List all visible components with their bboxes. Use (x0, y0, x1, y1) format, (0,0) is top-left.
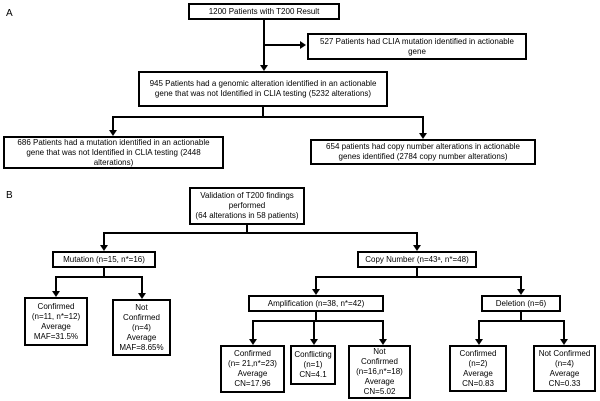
panel-a-label: A (6, 8, 13, 19)
connector (422, 116, 424, 134)
box-mutation-not-confirmed: Not Confirmed (n=4) Average MAF=8.65% (112, 299, 171, 356)
connector (478, 320, 565, 322)
connector (315, 312, 317, 322)
connector (520, 276, 522, 290)
box-mutation-branch: Mutation (n=15, n*=16) (52, 251, 156, 268)
connector (103, 232, 418, 234)
connector (112, 116, 424, 118)
arrow-down-icon (379, 339, 387, 345)
panel-b-label: B (6, 190, 13, 201)
arrow-down-icon (419, 133, 427, 139)
box-validation: Validation of T200 findings performed (6… (189, 187, 305, 225)
box-amp-confirmed: Confirmed (n= 21,n*=23) Average CN=17.96 (220, 345, 285, 393)
connector (315, 276, 317, 290)
box-del-not-confirmed: Not Confirmed (n=4) Average CN=0.33 (533, 345, 596, 392)
connector (252, 320, 384, 322)
arrow-down-icon (413, 245, 421, 251)
box-total-patients: 1200 Patients with T200 Result (188, 3, 340, 20)
connector (313, 320, 315, 340)
connector (520, 312, 522, 322)
arrow-down-icon (310, 339, 318, 345)
connector (416, 232, 418, 246)
connector (263, 44, 301, 46)
arrow-down-icon (100, 245, 108, 251)
arrow-down-icon (249, 339, 257, 345)
arrow-down-icon (517, 289, 525, 295)
connector (112, 116, 114, 131)
arrow-down-icon (312, 289, 320, 295)
box-del-confirmed: Confirmed (n=2) Average CN=0.83 (449, 345, 507, 392)
box-deletion: Deletion (n=6) (481, 295, 561, 312)
connector (382, 320, 384, 340)
connector (416, 268, 418, 278)
connector (103, 232, 105, 246)
connector (263, 20, 265, 66)
arrow-down-icon (560, 339, 568, 345)
connector (103, 268, 105, 278)
box-amplification: Amplification (n=38, n*=42) (248, 295, 384, 312)
connector (55, 276, 57, 292)
arrow-down-icon (138, 293, 146, 299)
box-amp-conflicting: Conflicting (n=1) CN=4.1 (290, 345, 336, 385)
connector (252, 320, 254, 340)
arrow-down-icon (260, 65, 268, 71)
arrow-down-icon (109, 130, 117, 136)
box-mutation-confirmed: Confirmed (n=11, n*=12) Average MAF=31.5… (24, 297, 88, 346)
connector (315, 276, 522, 278)
connector (563, 320, 565, 340)
box-clia-mutation: 527 Patients had CLIA mutation identifie… (307, 33, 527, 60)
box-mutation-not-clia: 686 Patients had a mutation identified i… (3, 136, 224, 169)
arrow-down-icon (475, 339, 483, 345)
connector (141, 276, 143, 294)
connector (55, 276, 143, 278)
arrow-right-icon (300, 41, 306, 49)
connector (246, 225, 248, 234)
box-copy-number-branch: Copy Number (n=43ᵃ, n*=48) (357, 251, 477, 268)
connector (262, 107, 264, 118)
box-amp-not-confirmed: Not Confirmed (n=16,n*=18) Average CN=5.… (348, 345, 411, 399)
connector (478, 320, 480, 340)
box-genomic-alteration: 945 Patients had a genomic alteration id… (138, 71, 388, 107)
box-copy-number-alterations: 654 patients had copy number alterations… (310, 139, 536, 165)
arrow-down-icon (52, 291, 60, 297)
